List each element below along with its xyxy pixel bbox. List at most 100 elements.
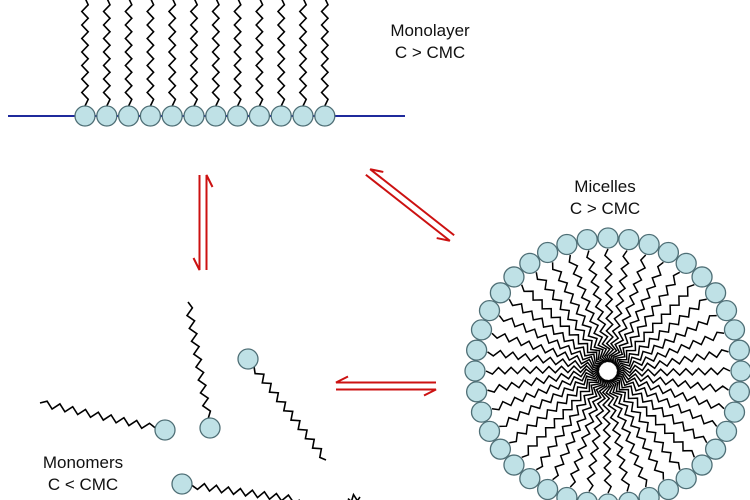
hydrocarbon-tail bbox=[39, 400, 156, 430]
hydrocarbon-tail bbox=[499, 372, 600, 428]
hydrocarbon-tail bbox=[601, 379, 613, 494]
polar-head bbox=[478, 299, 501, 322]
hydrocarbon-tail bbox=[347, 492, 361, 500]
hydrocarbon-tail bbox=[613, 261, 664, 365]
hydrocarbon-tail bbox=[276, 0, 286, 107]
polar-head bbox=[74, 105, 96, 127]
hydrocarbon-tail bbox=[191, 482, 300, 500]
hydrocarbon-tail bbox=[569, 378, 606, 488]
polar-head bbox=[715, 299, 738, 322]
equilibrium-arrow-reverse bbox=[205, 174, 214, 270]
hydrocarbon-tail bbox=[485, 364, 600, 376]
monolayer-condition: C > CMC bbox=[394, 43, 466, 62]
polar-head bbox=[314, 105, 336, 127]
hydrocarbon-tail bbox=[487, 349, 600, 371]
polar-head bbox=[536, 241, 559, 264]
polar-head bbox=[536, 478, 559, 500]
monomers-label: Monomers C < CMC bbox=[8, 452, 158, 496]
polar-head bbox=[489, 282, 512, 304]
hydrocarbon-tail bbox=[552, 377, 603, 481]
hydrocarbon-tail bbox=[487, 368, 600, 393]
polar-head bbox=[728, 381, 750, 403]
polar-head bbox=[618, 491, 640, 500]
polar-head bbox=[183, 105, 205, 127]
hydrocarbon-tail bbox=[520, 284, 604, 365]
hydrocarbon-tail bbox=[586, 379, 608, 492]
hydrocarbon-tail bbox=[508, 298, 603, 365]
polar-head bbox=[205, 105, 227, 127]
polar-head bbox=[465, 381, 488, 403]
polar-head bbox=[465, 339, 488, 361]
polar-head bbox=[226, 105, 249, 127]
monolayer-label: Monolayer C > CMC bbox=[360, 20, 500, 64]
polar-head bbox=[199, 417, 221, 439]
polar-head bbox=[489, 438, 512, 460]
hydrocarbon-tail bbox=[614, 271, 681, 366]
hydrocarbon-tail bbox=[509, 373, 601, 444]
hydrocarbon-tail bbox=[255, 0, 264, 107]
hydrocarbon-tail bbox=[610, 254, 647, 364]
hydrocarbon-tail bbox=[233, 0, 242, 107]
hydrocarbon-tail bbox=[298, 0, 308, 107]
hydrocarbon-tail bbox=[605, 379, 630, 492]
polar-head bbox=[618, 228, 640, 251]
equilibrium-arrow-reverse bbox=[335, 375, 436, 384]
hydrocarbon-tail bbox=[491, 332, 601, 369]
equilibrium-arrow-forward bbox=[365, 173, 451, 242]
polar-head bbox=[270, 105, 292, 127]
polar-head bbox=[556, 233, 578, 256]
polar-head bbox=[464, 360, 486, 382]
hydrocarbon-tail bbox=[320, 0, 330, 107]
hydrocarbon-tail bbox=[612, 377, 696, 458]
hydrocarbon-tail bbox=[616, 331, 725, 371]
hydrocarbon-tail bbox=[535, 272, 606, 364]
hydrocarbon-tail bbox=[535, 376, 602, 471]
hydrocarbon-tail bbox=[616, 371, 729, 393]
hydrocarbon-tail bbox=[491, 371, 600, 411]
polar-head bbox=[237, 348, 259, 370]
hydrocarbon-tail bbox=[189, 0, 199, 107]
polar-head bbox=[556, 486, 578, 500]
micelles-condition: C > CMC bbox=[569, 199, 641, 218]
polar-head bbox=[154, 419, 176, 441]
hydrocarbon-tail bbox=[613, 377, 708, 444]
hydrocarbon-tail bbox=[124, 0, 133, 107]
hydrocarbon-tail bbox=[586, 250, 611, 363]
hydrocarbon-tail bbox=[609, 379, 665, 480]
polar-head bbox=[598, 493, 618, 500]
polar-head bbox=[704, 438, 727, 460]
hydrocarbon-tail bbox=[608, 379, 648, 488]
hydrocarbon-tail bbox=[614, 283, 695, 367]
hydrocarbon-tail bbox=[615, 298, 707, 369]
polar-head bbox=[657, 478, 680, 500]
monomers-group bbox=[39, 301, 361, 500]
hydrocarbon-tail bbox=[102, 0, 112, 107]
polar-head bbox=[728, 339, 750, 361]
hydrocarbon-tail bbox=[498, 315, 602, 366]
monolayer-group bbox=[8, 0, 405, 127]
polar-head bbox=[597, 227, 619, 249]
micelle-group bbox=[464, 227, 750, 500]
polar-head bbox=[478, 420, 501, 443]
hydrocarbon-tail bbox=[80, 0, 90, 107]
polar-head bbox=[704, 282, 727, 304]
hydrocarbon-tail bbox=[608, 250, 630, 363]
hydrocarbon-tail bbox=[615, 373, 725, 410]
polar-head bbox=[171, 473, 193, 495]
polar-head bbox=[503, 454, 525, 476]
polar-head bbox=[519, 252, 541, 275]
polar-head bbox=[675, 467, 697, 490]
hydrocarbon-tail bbox=[521, 375, 602, 459]
polar-head bbox=[638, 486, 660, 500]
hydrocarbon-tail bbox=[146, 0, 155, 107]
polar-head bbox=[657, 241, 680, 264]
polar-head bbox=[730, 360, 750, 382]
hydrocarbon-tail bbox=[614, 376, 718, 427]
hydrocarbon-tail bbox=[211, 0, 221, 107]
hydrocarbon-tail bbox=[603, 248, 615, 363]
polar-head bbox=[161, 105, 183, 127]
polar-head bbox=[470, 319, 493, 341]
polar-head bbox=[638, 233, 660, 256]
hydrocarbon-tail bbox=[551, 262, 607, 363]
